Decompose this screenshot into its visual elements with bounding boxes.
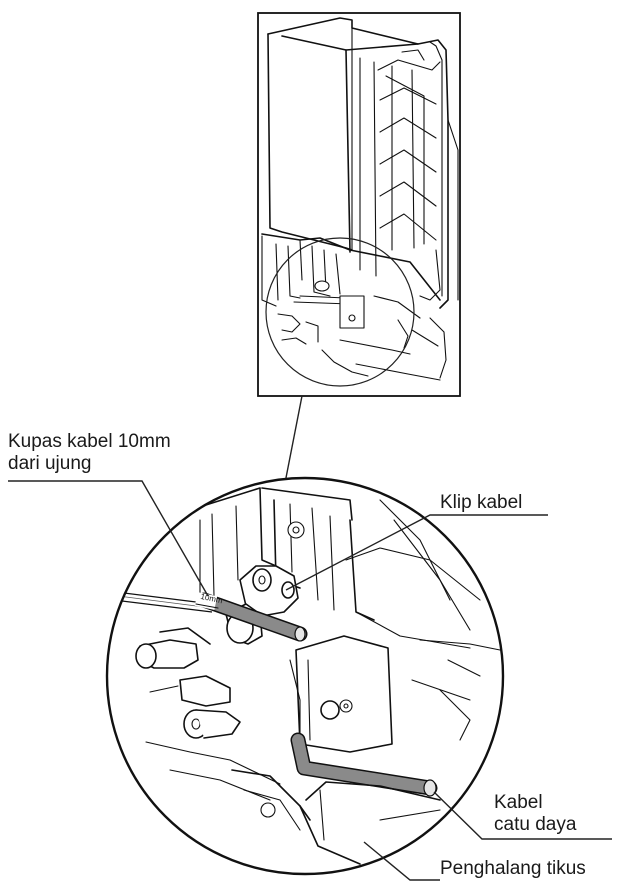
label-power-cable: Kabel catu daya [494, 792, 576, 836]
power-cable-upper: 10mm [113, 591, 308, 642]
callout-connector [283, 395, 303, 489]
power-cable-lower [290, 732, 438, 797]
label-strip-line2: dari ujung [8, 453, 92, 474]
label-power-cable-line2: catu daya [494, 814, 577, 835]
device-housing [261, 17, 459, 381]
detail-view: 10mm [105, 476, 505, 876]
label-strip-line1: Kupas kabel 10mm [8, 431, 171, 452]
label-rodent-barrier: Penghalang tikus [440, 858, 586, 879]
leader-cable [433, 791, 612, 840]
label-strip-cable: Kupas kabel 10mm dari ujung [8, 431, 171, 475]
leader-clip [285, 514, 548, 591]
device-overview [257, 12, 461, 397]
detail-callout-circle [265, 237, 415, 387]
label-power-cable-line1: Kabel [494, 792, 543, 813]
detail-circle-background [107, 478, 503, 874]
left-hooks [135, 627, 281, 801]
leader-barrier [363, 841, 440, 881]
detail-circle-outline [105, 476, 505, 876]
leader-lines [8, 480, 612, 881]
label-cable-clip: Klip kabel [440, 492, 523, 513]
rodent-barrier [231, 769, 441, 865]
leader-strip [8, 480, 209, 597]
